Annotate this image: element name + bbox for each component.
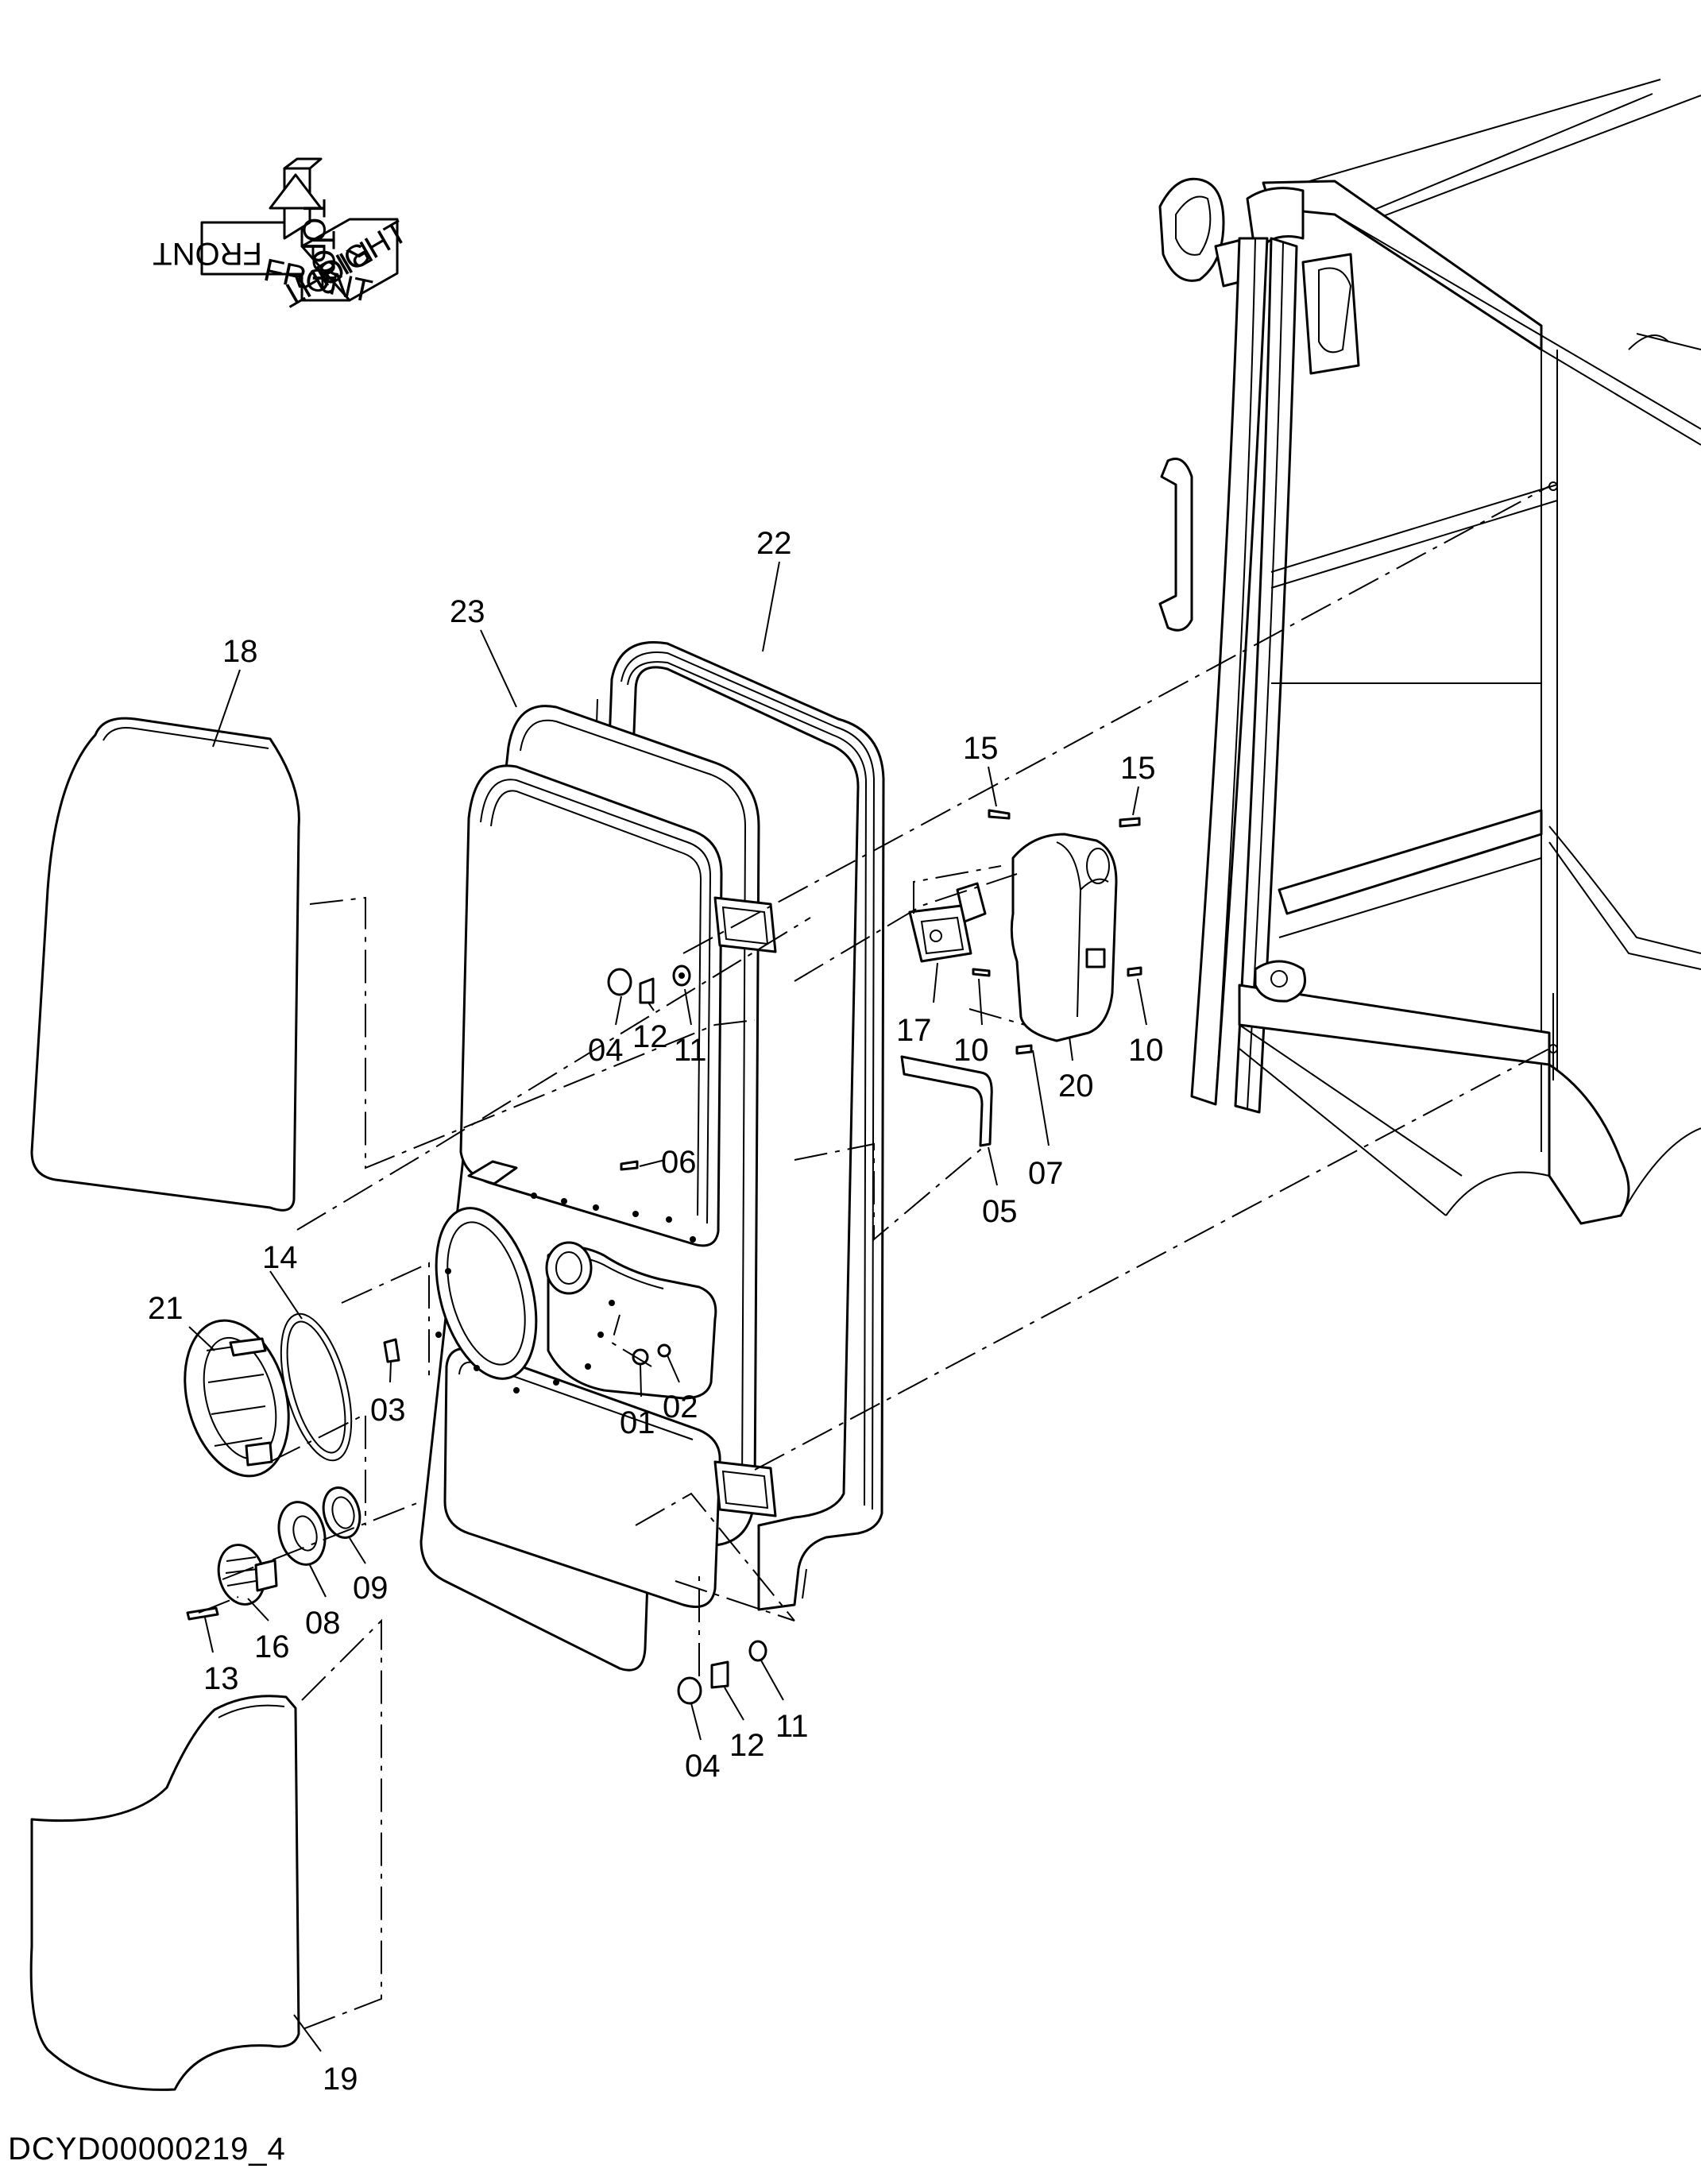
callout-04a: 04	[588, 1033, 624, 1068]
inner-handle-part-21	[184, 1319, 290, 1478]
orientation-label-top-mirror: TOP	[306, 230, 341, 296]
callout-23: 23	[450, 594, 485, 629]
callout-17: 17	[896, 1013, 932, 1048]
document-id: DCYD00000219_4	[8, 2132, 286, 2167]
callout-12b: 12	[729, 1728, 765, 1763]
callout-07: 07	[1028, 1156, 1064, 1191]
callout-05: 05	[982, 1194, 1018, 1229]
cab-door	[419, 705, 777, 1672]
callout-10b: 10	[1128, 1033, 1164, 1068]
orientation-label-front-mirror: FRONT	[153, 236, 262, 271]
callout-11b: 11	[775, 1709, 809, 1744]
callout-18: 18	[222, 634, 258, 669]
callout-01: 01	[620, 1405, 655, 1440]
fasteners	[186, 809, 1142, 1705]
callout-09: 09	[353, 1571, 389, 1606]
orientation-label-top: TOP	[296, 199, 331, 264]
orientation-marker: FRONT FRONT RIGHT RIGHT TOP TOP	[153, 157, 413, 314]
callout-02: 02	[663, 1390, 698, 1424]
washer-part-09	[322, 1486, 361, 1539]
knob-part-16	[217, 1544, 278, 1606]
callout-20: 20	[1058, 1069, 1094, 1104]
callout-06: 06	[661, 1145, 697, 1180]
callout-14: 14	[262, 1240, 298, 1275]
callout-12a: 12	[632, 1019, 668, 1054]
callout-16: 16	[254, 1629, 290, 1664]
lower-glass	[29, 1695, 300, 2091]
bracket-part-05	[900, 1055, 993, 1147]
callout-21: 21	[148, 1291, 184, 1326]
callout-15a: 15	[963, 731, 999, 766]
callout-03: 03	[370, 1393, 406, 1428]
escutcheon-part-08	[277, 1501, 327, 1566]
callout-13: 13	[203, 1661, 239, 1696]
callout-22: 22	[756, 526, 792, 561]
callout-19: 19	[323, 2062, 358, 2097]
callout-08: 08	[305, 1606, 341, 1641]
assembly-lines	[198, 485, 1550, 2031]
callout-labels: 18 23 22 15 15 17 10 10 20 04 12 11 06 0…	[148, 526, 1164, 2097]
callout-15b: 15	[1120, 751, 1156, 786]
callout-11a: 11	[674, 1033, 707, 1068]
latch-cover-part-20	[1010, 833, 1118, 1042]
callout-04b: 04	[685, 1749, 721, 1784]
cab-frame	[1158, 79, 1701, 1225]
leader-lines	[188, 561, 1147, 2052]
upper-glass	[30, 717, 300, 1212]
callout-10a: 10	[953, 1033, 989, 1068]
latch-mechanism-part-17	[908, 882, 987, 963]
